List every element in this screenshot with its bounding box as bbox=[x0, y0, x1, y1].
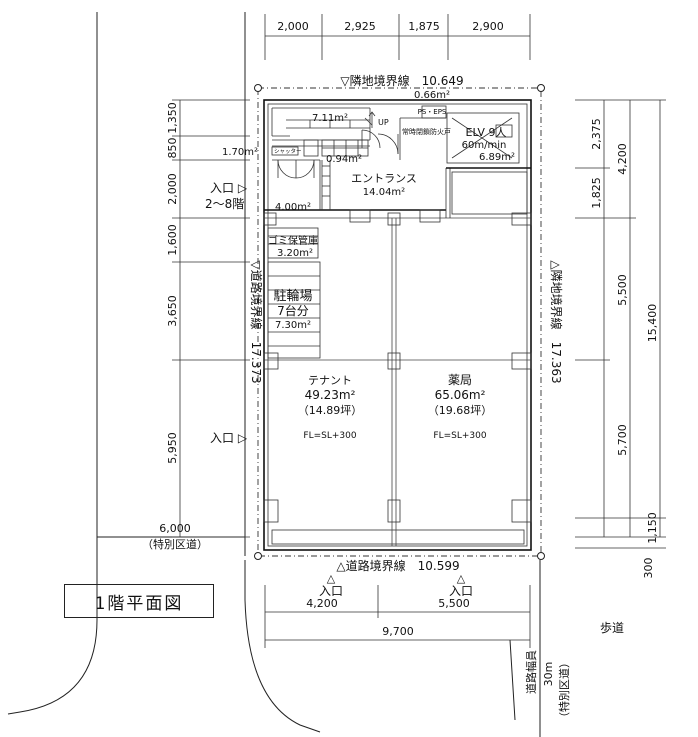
pharmacy-area: 65.06m² bbox=[435, 388, 486, 402]
right-dim-total-2: 15,400 bbox=[646, 304, 659, 343]
ps-eps-label: PS・EPS bbox=[418, 108, 447, 116]
side-road-name: （特別区道） bbox=[142, 537, 208, 551]
site-boundary bbox=[254, 84, 545, 560]
top-dim-1: 2,000 bbox=[277, 20, 309, 33]
road-context bbox=[7, 12, 541, 737]
tenant-area: 49.23m² bbox=[305, 388, 356, 402]
trash-room-area: 3.20m² bbox=[277, 248, 313, 259]
pharmacy-tsubo: （19.68坪） bbox=[428, 404, 493, 417]
elevator-name: ELV 9人 bbox=[466, 126, 507, 139]
area-170: 1.70m² bbox=[222, 147, 258, 158]
area-400: 4.00m² bbox=[275, 202, 311, 213]
area-094: 0.94m² bbox=[326, 154, 362, 165]
right-extra-dim: 300 bbox=[642, 558, 655, 579]
right-dim-4: 5,700 bbox=[616, 424, 629, 456]
left-dim-6: 5,950 bbox=[166, 432, 179, 464]
entrance-upper-floors: 2～8階 bbox=[205, 196, 244, 211]
entrance-name: エントランス bbox=[351, 172, 417, 185]
entrance-bottom-1-label: 入口 bbox=[319, 584, 343, 598]
elevator-speed: 60m/min bbox=[462, 140, 507, 151]
front-road-width: 30m bbox=[542, 662, 555, 687]
right-dim-5: 1,150 bbox=[646, 512, 659, 544]
entrance-bottom-1-arrow: △ bbox=[327, 572, 336, 585]
top-dim-4: 2,900 bbox=[472, 20, 504, 33]
left-dimension-chain bbox=[172, 99, 250, 538]
right-dim-total-1: 4,200 bbox=[616, 143, 629, 175]
front-road-label: 道路幅員 bbox=[524, 650, 538, 694]
shutter-label: シャッター bbox=[274, 147, 302, 155]
right-dimension-chain bbox=[575, 99, 666, 549]
sidewalk-label: 歩道 bbox=[600, 620, 624, 635]
entrance-bottom-2-label: 入口 bbox=[449, 584, 473, 598]
fire-door-label: 常時閉鎖防火戸 bbox=[402, 127, 451, 136]
elevator-area: 6.89m² bbox=[479, 152, 515, 163]
entrance-area: 14.04m² bbox=[363, 187, 405, 198]
boundary-top-label: ▽隣地境界線 10.649 bbox=[340, 73, 463, 88]
front-road-name: （特別区道） bbox=[557, 657, 571, 723]
trash-room-name: ゴミ保管庫 bbox=[268, 234, 318, 247]
bottom-dim-1: 4,200 bbox=[306, 597, 338, 610]
structural-grid bbox=[263, 212, 532, 546]
pharmacy-fl: FL=SL+300 bbox=[433, 431, 486, 441]
side-road-width: 6,000 bbox=[159, 522, 191, 535]
bottom-dim-2: 5,500 bbox=[438, 597, 470, 610]
left-dim-4: 1,600 bbox=[166, 224, 179, 256]
boundary-bottom-label: △道路境界線 10.599 bbox=[336, 558, 459, 573]
bicycle-room-name: 駐輪場 bbox=[273, 288, 312, 304]
plan-title: 1階平面図 bbox=[94, 593, 184, 614]
bottom-dim-total: 9,700 bbox=[382, 625, 414, 638]
bicycle-room-capacity: 7台分 bbox=[277, 303, 309, 318]
boundary-right-label: △隣地境界線 17.363 bbox=[549, 260, 564, 383]
plan-title-box: 1階平面図 bbox=[64, 584, 214, 618]
pharmacy-name: 薬局 bbox=[448, 373, 472, 387]
top-dimension-chain bbox=[264, 14, 531, 60]
top-dim-2: 2,925 bbox=[344, 20, 376, 33]
right-dim-2: 1,825 bbox=[590, 177, 603, 209]
room-066-area: 0.66m² bbox=[414, 90, 450, 101]
left-dim-1: 1,350 bbox=[166, 102, 179, 134]
top-dim-3: 1,875 bbox=[408, 20, 440, 33]
left-dim-5: 3,650 bbox=[166, 295, 179, 327]
up-label: UP bbox=[378, 118, 389, 127]
tenant-name: テナント bbox=[308, 374, 352, 387]
right-dim-1: 2,375 bbox=[590, 118, 603, 150]
entrance-bottom-2-arrow: △ bbox=[457, 572, 466, 585]
bicycle-room-area: 7.30m² bbox=[275, 320, 311, 331]
left-dim-2: 850 bbox=[166, 138, 179, 159]
tenant-fl: FL=SL+300 bbox=[303, 431, 356, 441]
fire-door-text: 常時閉鎖防火戸 bbox=[402, 127, 451, 136]
left-dim-3: 2,000 bbox=[166, 173, 179, 205]
tenant-tsubo: （14.89坪） bbox=[298, 404, 363, 417]
right-dim-3: 5,500 bbox=[616, 274, 629, 306]
boundary-left-label: ▽道路境界線 17.373 bbox=[249, 260, 264, 383]
bottom-dimension-chain bbox=[264, 585, 531, 648]
room-711-area: 7.11m² bbox=[312, 113, 348, 124]
entrance-left-label: 入口 ▷ bbox=[210, 431, 248, 445]
service-zone bbox=[264, 105, 531, 359]
entrance-upper-label: 入口 ▷ bbox=[210, 181, 248, 195]
